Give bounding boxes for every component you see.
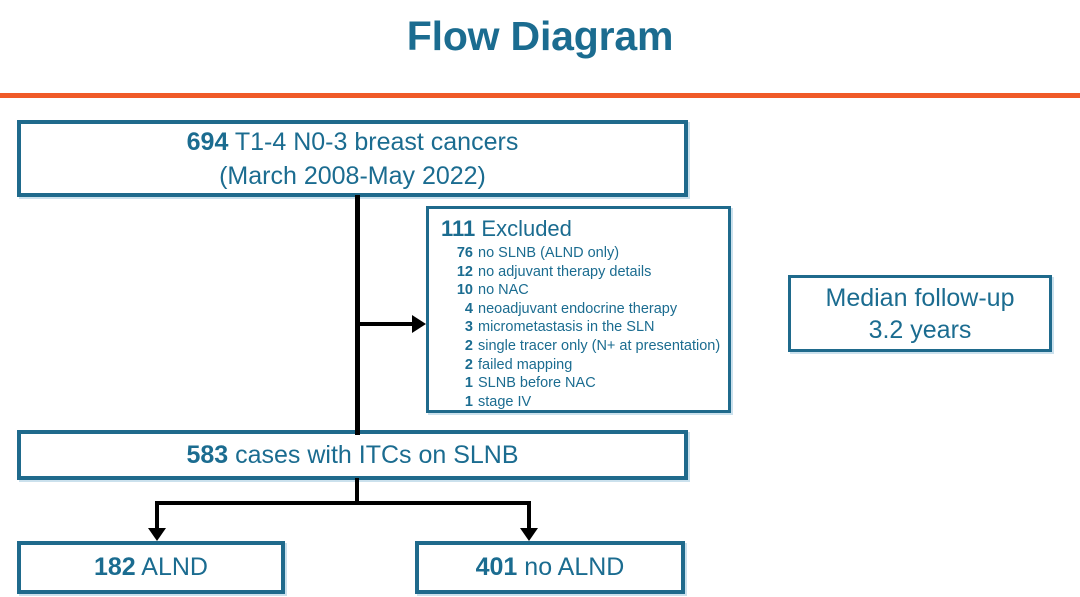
- itc-label: cases with ITCs on SLNB: [228, 440, 519, 469]
- reason-count: 3: [464, 319, 473, 336]
- connector-to-alnd: [155, 501, 159, 531]
- reason-count: 2: [464, 337, 473, 354]
- arrow-right-icon: [412, 315, 426, 333]
- reason-label: neoadjuvant endocrine therapy: [478, 300, 678, 317]
- no-alnd-text: 401 no ALND: [476, 551, 625, 584]
- list-item: 76 no SLNB (ALND only): [451, 244, 718, 263]
- connector-itc-split-bar: [155, 501, 531, 505]
- no-alnd-label: no ALND: [517, 553, 625, 581]
- reason-label: no SLNB (ALND only): [478, 245, 620, 261]
- reason-label: stage IV: [478, 393, 532, 410]
- reason-count: 10: [456, 282, 473, 299]
- itc-cases-text: 583 cases with ITCs on SLNB: [186, 439, 518, 472]
- reason-label: single tracer only (N+ at presentation): [478, 337, 721, 354]
- reason-label: SLNB before NAC: [478, 375, 596, 392]
- list-item: 4 neoadjuvant endocrine therapy: [451, 300, 718, 319]
- no-alnd-box: 401 no ALND: [415, 541, 685, 594]
- list-item: 2 failed mapping: [451, 356, 718, 375]
- reason-count: 4: [464, 300, 473, 317]
- median-followup-text: Median follow-up 3.2 years: [826, 282, 1015, 346]
- connector-to-excluded: [358, 322, 418, 326]
- list-item: 12 no adjuvant therapy details: [451, 263, 718, 282]
- no-alnd-count: 401: [475, 553, 518, 581]
- list-item: 1 stage IV: [451, 393, 718, 412]
- cohort-date-range: (March 2008-May 2022): [219, 161, 486, 190]
- cohort-label: T1-4 N0-3 breast cancers: [228, 127, 519, 156]
- alnd-box: 182 ALND: [17, 541, 285, 594]
- alnd-count: 182: [94, 553, 136, 581]
- median-followup-value: 3.2 years: [868, 315, 972, 344]
- reason-count: 76: [456, 245, 473, 261]
- median-followup-box: Median follow-up 3.2 years: [788, 275, 1052, 352]
- list-item: 10 no NAC: [451, 281, 718, 300]
- reason-count: 1: [464, 393, 473, 410]
- excluded-count: 111: [441, 216, 476, 241]
- cohort-box-text: 694 T1-4 N0-3 breast cancers (March 2008…: [187, 125, 519, 193]
- arrow-down-icon: [520, 528, 538, 541]
- reason-label: micrometastasis in the SLN: [478, 319, 655, 336]
- list-item: 2 single tracer only (N+ at presentation): [451, 337, 721, 356]
- reason-label: no adjuvant therapy details: [478, 263, 652, 280]
- page-title: Flow Diagram: [406, 13, 674, 59]
- median-followup-label: Median follow-up: [825, 283, 1015, 312]
- connector-cohort-to-itc: [355, 195, 360, 435]
- connector-to-no-alnd: [527, 501, 531, 531]
- itc-cases-box: 583 cases with ITCs on SLNB: [17, 430, 688, 480]
- reason-count: 12: [456, 263, 473, 280]
- cohort-box: 694 T1-4 N0-3 breast cancers (March 2008…: [17, 120, 688, 197]
- connector-itc-split-stem: [355, 478, 359, 504]
- alnd-label: ALND: [135, 553, 208, 581]
- list-item: 3 micrometastasis in the SLN: [451, 318, 718, 337]
- excluded-heading: 111 Excluded: [441, 216, 718, 242]
- itc-count: 583: [186, 440, 229, 469]
- excluded-heading-label: Excluded: [475, 216, 572, 241]
- arrow-down-icon: [148, 528, 166, 541]
- title-divider-rule: [0, 93, 1080, 98]
- reason-count: 1: [464, 375, 473, 392]
- reason-label: failed mapping: [478, 356, 573, 373]
- list-item: 1 SLNB before NAC: [451, 374, 718, 393]
- reason-count: 2: [464, 356, 473, 373]
- reason-label: no NAC: [478, 282, 529, 299]
- alnd-text: 182 ALND: [94, 551, 208, 584]
- cohort-count: 694: [186, 127, 229, 156]
